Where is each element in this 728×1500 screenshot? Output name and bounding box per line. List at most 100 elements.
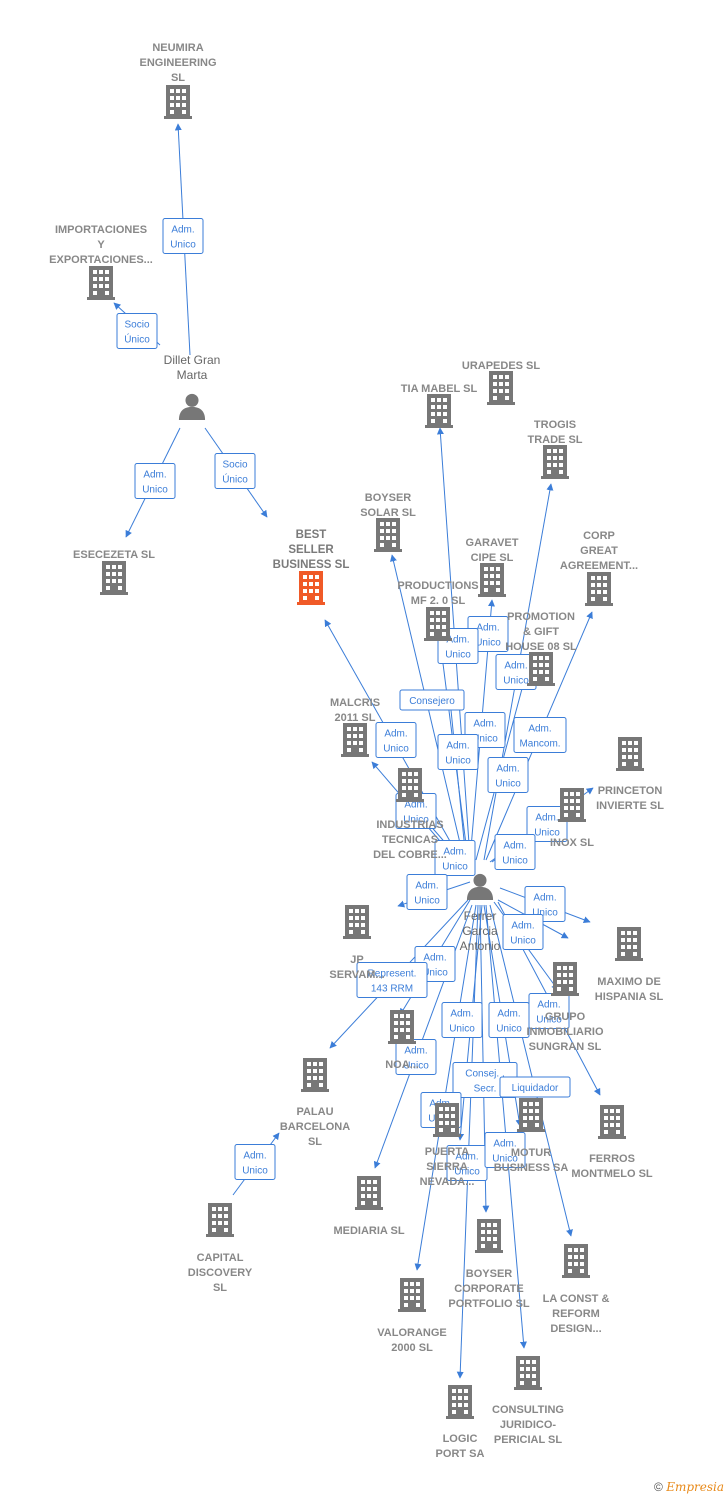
company-puerta[interactable] [433,1103,461,1137]
building-icon[interactable] [301,1058,329,1092]
company-la-const[interactable] [562,1244,590,1278]
building-icon[interactable] [87,266,115,300]
edge-label-box[interactable] [375,722,417,758]
edge-label-e-mediaria[interactable]: Adm.Unico [395,1039,437,1075]
company-inox[interactable] [558,788,586,822]
building-icon[interactable] [558,788,586,822]
person-icon[interactable] [178,393,206,420]
edge-label-box[interactable] [487,757,529,793]
edge-label-box[interactable] [513,717,567,753]
building-icon[interactable] [514,1356,542,1390]
edge-label-e-corp[interactable]: Adm.Mancom. [513,717,567,753]
company-urapedes[interactable] [487,371,515,405]
edge-label-box[interactable] [494,834,536,870]
company-malcris[interactable] [341,723,369,757]
building-icon[interactable] [206,1203,234,1237]
edge-label-box[interactable] [214,453,256,489]
edge-label-e-puerta[interactable]: Adm.Unico [441,1002,483,1038]
company-neumira[interactable] [164,85,192,119]
edge-label-box[interactable] [434,840,476,876]
building-icon[interactable] [424,607,452,641]
building-icon[interactable] [343,905,371,939]
edge-label-e-inox[interactable]: Adm.Unico [494,834,536,870]
company-promotion[interactable] [527,652,555,686]
company-jp-servam[interactable] [343,905,371,939]
edge-label-box[interactable] [134,463,176,499]
building-icon[interactable] [297,571,325,605]
company-princeton[interactable] [616,737,644,771]
company-industrias[interactable] [396,768,424,802]
brand-logo[interactable]: Empresia [666,1480,724,1494]
edge-label-e-esecezeta[interactable]: Adm.Unico [134,463,176,499]
edge-label-box[interactable] [488,1002,530,1038]
building-icon[interactable] [615,927,643,961]
company-capital[interactable] [206,1203,234,1237]
building-icon[interactable] [433,1103,461,1137]
building-icon[interactable] [398,1278,426,1312]
edge-label-e-industrias[interactable]: Adm.Unico [395,793,437,829]
building-icon[interactable] [374,518,402,552]
company-palau[interactable] [301,1058,329,1092]
building-icon[interactable] [541,445,569,479]
company-noa[interactable] [388,1010,416,1044]
company-importaciones[interactable] [87,266,115,300]
company-ferros[interactable] [598,1105,626,1139]
edge-label-box[interactable] [406,874,448,910]
edge-label-e-consulting[interactable]: Adm.Unico [484,1132,526,1168]
edge-label-e-promotion[interactable]: Adm.Unico [495,654,537,690]
edge-label-e-princeton[interactable]: Adm.Unico [526,806,568,842]
building-icon[interactable] [616,737,644,771]
edge-label-e-malcris[interactable]: Adm.Unico [375,722,417,758]
company-corp-great[interactable] [585,572,613,606]
building-icon[interactable] [100,561,128,595]
edge-label-box[interactable] [526,806,568,842]
building-icon[interactable] [396,768,424,802]
edge-label-box[interactable] [437,734,479,770]
company-garavet[interactable] [478,563,506,597]
building-icon[interactable] [355,1176,383,1210]
edge-label-e-capital[interactable]: Adm.Unico [234,1144,276,1180]
building-icon[interactable] [478,563,506,597]
company-esecezeta[interactable] [100,561,128,595]
building-icon[interactable] [475,1219,503,1253]
building-icon[interactable] [585,572,613,606]
edge-label-box[interactable] [116,313,158,349]
company-mediaria[interactable] [355,1176,383,1210]
building-icon[interactable] [446,1385,474,1419]
company-boyser-solar[interactable] [374,518,402,552]
edge-label-e-sungran[interactable]: Adm.Unico [528,993,570,1029]
edge-label-box[interactable] [399,689,465,711]
edge-label-box[interactable] [524,886,566,922]
edge-label-box[interactable] [162,218,204,254]
company-maximo[interactable] [615,927,643,961]
edge-label-box[interactable] [484,1132,526,1168]
edge-label-box[interactable] [499,1076,571,1098]
company-trogis[interactable] [541,445,569,479]
building-icon[interactable] [388,1010,416,1044]
building-icon[interactable] [164,85,192,119]
company-consulting[interactable] [514,1356,542,1390]
edge-label-e-neumira[interactable]: Adm.Unico [162,218,204,254]
edge-label-box[interactable] [441,1002,483,1038]
company-productions[interactable] [424,607,452,641]
edge-label-e-bestseller-ferrer[interactable]: Adm.Unico [434,840,476,876]
edge-label-e-liquidador[interactable]: Liquidador [499,1076,571,1098]
building-icon[interactable] [517,1098,545,1132]
edge-label-box[interactable] [502,914,544,950]
building-icon[interactable] [425,394,453,428]
company-tia-mabel[interactable] [425,394,453,428]
edge-label-e-boyser-solar[interactable]: Adm.Unico [437,734,479,770]
company-boyser-corp[interactable] [475,1219,503,1253]
edge-label-box[interactable] [356,962,428,998]
edge-label-e-trogis[interactable]: Adm.Unico [487,757,529,793]
building-icon[interactable] [527,652,555,686]
edge-label-box[interactable] [395,1039,437,1075]
company-best-seller[interactable] [297,571,325,605]
company-motur[interactable] [517,1098,545,1132]
edge-label-e-consejero[interactable]: Consejero [399,689,465,711]
edge-label-e-jp[interactable]: Adm.Unico [406,874,448,910]
building-icon[interactable] [551,962,579,996]
company-grupo-sungran[interactable] [551,962,579,996]
person-icon[interactable] [466,873,494,900]
